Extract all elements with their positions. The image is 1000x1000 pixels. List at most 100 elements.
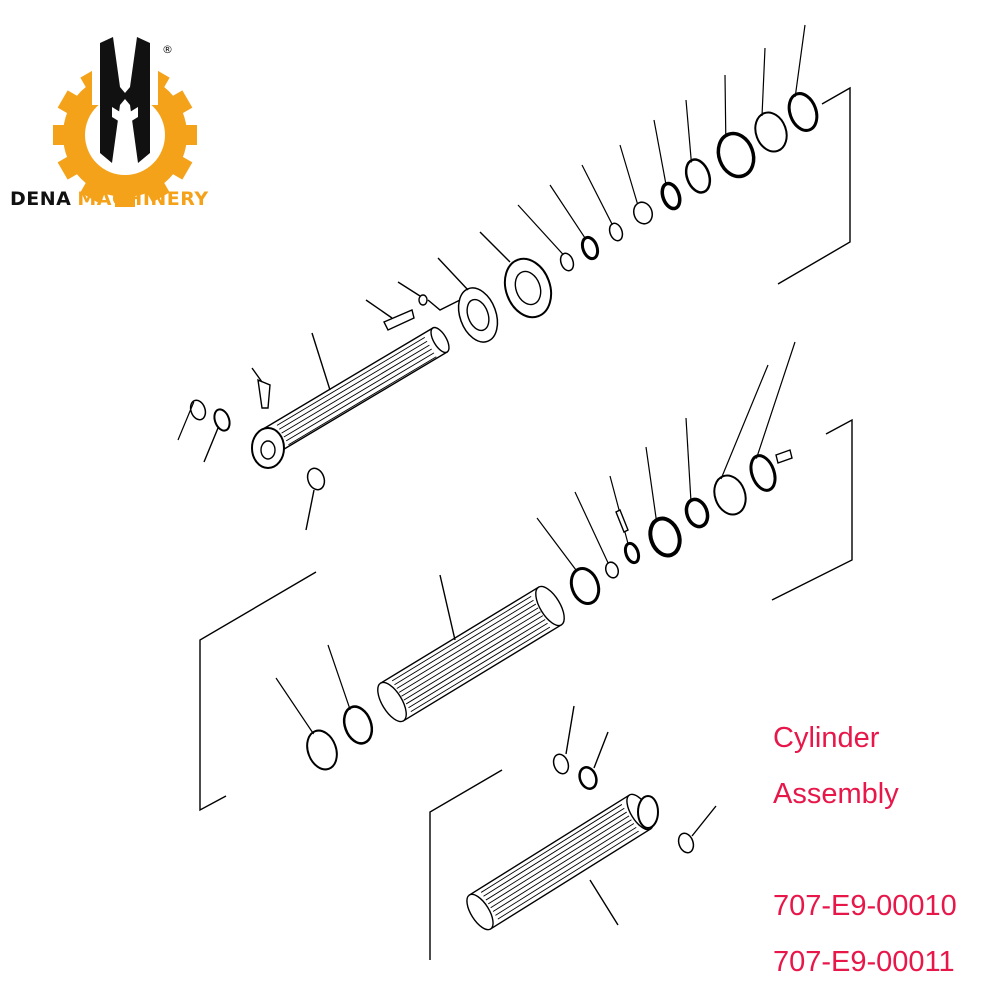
cylinder-groove	[285, 352, 435, 442]
grease-fitting	[257, 378, 271, 409]
set-screw	[775, 449, 793, 464]
h-emblem-icon	[100, 37, 150, 163]
leader-line	[327, 644, 351, 710]
seal-ring	[754, 111, 788, 153]
leader-line	[645, 446, 658, 522]
cylinder-groove	[410, 626, 551, 713]
leader-line	[311, 332, 331, 391]
leader-line	[536, 517, 578, 572]
seal-ring	[213, 408, 231, 432]
cylinder-groove	[490, 819, 632, 909]
cylinder-end	[535, 585, 565, 627]
cylinder-groove	[403, 615, 544, 701]
leader-line	[517, 204, 564, 256]
brand-name-part2: MACHINERY	[77, 188, 209, 210]
leader-line	[177, 401, 195, 441]
pin	[615, 509, 629, 533]
seal-ring	[623, 541, 641, 565]
caption-title-line2: Assembly	[773, 778, 899, 810]
tube-eye	[637, 795, 659, 829]
leader-line	[574, 491, 609, 564]
cylinder-tube-top	[263, 327, 449, 453]
cylinder-groove	[485, 811, 627, 901]
seal-ring	[559, 252, 575, 272]
bracket-line	[199, 571, 317, 812]
seal-ring	[189, 399, 207, 421]
flange-bore	[466, 298, 490, 332]
dena-logo	[53, 37, 197, 207]
leader-line	[691, 805, 717, 837]
tube-eye-bore	[260, 440, 276, 460]
cylinder-groove	[391, 595, 532, 682]
cylinder-end	[466, 893, 494, 931]
leader-line	[437, 257, 469, 291]
part-number-2: 707-E9-00011	[773, 946, 955, 978]
cylinder-groove	[480, 804, 623, 893]
seal-ring	[684, 158, 712, 194]
seal-ring	[578, 766, 598, 790]
leader-line	[397, 281, 421, 297]
leader-line	[724, 74, 727, 138]
cylinder-groove	[398, 607, 539, 693]
leader-line	[439, 574, 456, 641]
washer	[418, 294, 428, 306]
cylinder-groove	[401, 611, 541, 697]
cylinder-groove	[408, 622, 548, 709]
leader-line	[720, 364, 769, 480]
leader-line	[275, 677, 315, 735]
leader-line	[685, 99, 692, 163]
leader-line	[251, 367, 263, 383]
bracket-line	[777, 86, 851, 285]
bracket-line	[429, 769, 503, 960]
seal-ring	[648, 516, 682, 558]
seal-ring	[716, 131, 756, 179]
bracket-line	[427, 299, 461, 311]
leader-line	[589, 879, 619, 926]
gear-icon	[53, 55, 197, 207]
cylinder-groove	[283, 348, 432, 438]
seal-ring	[684, 497, 710, 529]
leader-line	[305, 489, 315, 531]
gland-bore	[514, 270, 542, 306]
leader-line	[565, 705, 575, 755]
cylinder-groove	[281, 344, 430, 434]
leader-line	[794, 24, 806, 97]
flange-plate	[457, 287, 499, 343]
registered-mark: ®	[162, 43, 173, 56]
seal-ring	[713, 474, 747, 516]
seal-ring	[580, 235, 600, 261]
leader-line	[593, 731, 609, 769]
leader-line	[653, 119, 667, 186]
tube-eye	[251, 427, 285, 469]
cylinder-end	[430, 326, 450, 354]
leader-line	[549, 184, 587, 240]
bolt	[383, 309, 415, 331]
leader-line	[685, 417, 692, 502]
seal-ring	[306, 467, 326, 491]
bracket-line	[771, 418, 853, 601]
cylinder-groove	[279, 340, 428, 430]
part-number-1: 707-E9-00010	[773, 890, 957, 922]
cylinder-groove	[405, 619, 546, 705]
cylinder-groove	[276, 337, 426, 426]
cylinder-groove	[288, 356, 437, 446]
seal-ring	[342, 705, 374, 745]
seal-ring	[677, 832, 695, 854]
seal-ring	[604, 561, 620, 579]
caption-title-line1: Cylinder	[773, 722, 880, 754]
cylinder-groove	[394, 599, 534, 686]
seal-ring	[749, 454, 777, 492]
seal-ring	[608, 222, 624, 242]
cylinder-groove	[495, 826, 637, 916]
seal-ring	[306, 729, 338, 771]
cylinder-groove	[488, 815, 630, 905]
seal-ring	[569, 567, 601, 605]
cylinder-groove	[396, 603, 537, 689]
leader-line	[365, 299, 393, 319]
seal-ring	[632, 201, 654, 225]
leader-line	[581, 164, 613, 226]
cylinder-groove	[483, 807, 625, 897]
